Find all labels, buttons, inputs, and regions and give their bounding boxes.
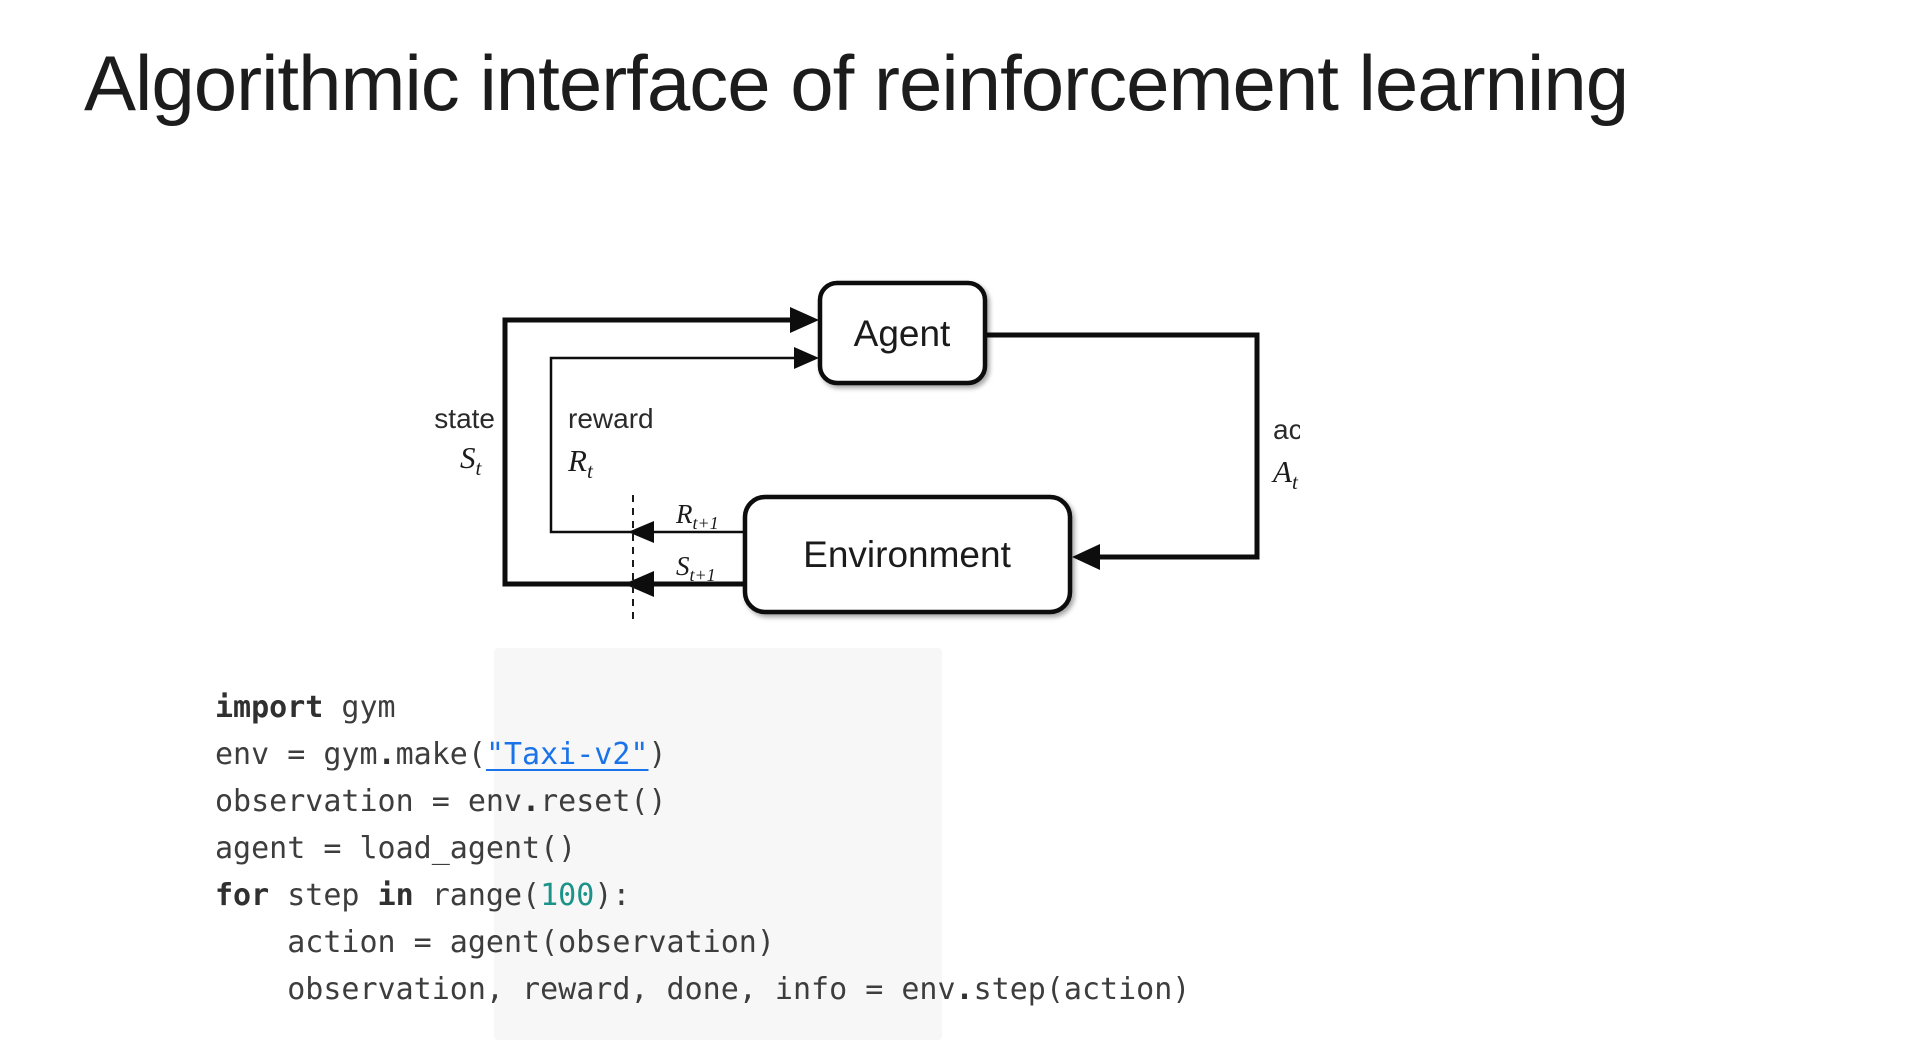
code-token: in [377, 878, 414, 913]
environment-box [742, 494, 1073, 615]
agent-label: Agent [854, 313, 951, 354]
code-token: reset() [540, 784, 667, 819]
action-symbol: At [1271, 454, 1299, 494]
code-line: for step in range(100): [215, 872, 1190, 919]
reward-symbol: Rt [567, 443, 594, 483]
code-token: . [377, 737, 396, 772]
code-token: . [522, 784, 541, 819]
code-token: ): [594, 878, 631, 913]
code-token: step [269, 878, 378, 913]
environment-label: Environment [803, 534, 1011, 575]
state-symbol: St [460, 440, 483, 480]
code-token: action = agent(observation) [215, 925, 775, 960]
reward-next-symbol: Rt+1 [675, 499, 719, 533]
code-token: import [215, 690, 324, 725]
state-next-symbol: St+1 [676, 551, 716, 585]
code-token: ) [648, 737, 667, 772]
code-token: observation, reward, done, info = env [215, 972, 956, 1007]
code-line: import gym [215, 684, 1190, 731]
code-line: agent = load_agent() [215, 825, 1190, 872]
code-highlight-band [494, 648, 942, 1040]
code-token: make( [395, 737, 486, 772]
code-line: observation, reward, done, info = env.st… [215, 966, 1190, 1013]
code-token: 100 [540, 878, 595, 913]
code-line: action = agent(observation) [215, 919, 1190, 966]
code-token: for [215, 878, 270, 913]
state-into-agent-arrowhead [790, 307, 819, 333]
action-loop-line [985, 332, 1260, 560]
code-token: gym [323, 690, 396, 725]
code-token: range( [413, 878, 541, 913]
state-label: state [434, 403, 495, 434]
code-line: observation = env.reset() [215, 778, 1190, 825]
code-token: step(action) [973, 972, 1191, 1007]
code-line: env = gym.make("Taxi-v2") [215, 731, 1190, 778]
agent-box [817, 280, 988, 386]
code-token: agent = load_agent() [215, 831, 577, 866]
state-next-arrowhead [624, 571, 654, 597]
code-token: . [955, 972, 974, 1007]
reward-into-agent-arrowhead [794, 347, 819, 369]
rl-loop-diagram: Agent Environment state St reward Rt Rt+… [434, 280, 1300, 621]
action-label: action [1273, 414, 1300, 445]
code-token: env = gym [215, 737, 378, 772]
action-into-environment-arrowhead [1072, 544, 1100, 570]
reward-next-arrowhead [628, 521, 654, 543]
reward-label: reward [568, 403, 654, 434]
slide-title: Algorithmic interface of reinforcement l… [84, 39, 1629, 127]
taxi-v2-link[interactable]: "Taxi-v2" [485, 737, 649, 772]
code-token: observation = env [215, 784, 523, 819]
